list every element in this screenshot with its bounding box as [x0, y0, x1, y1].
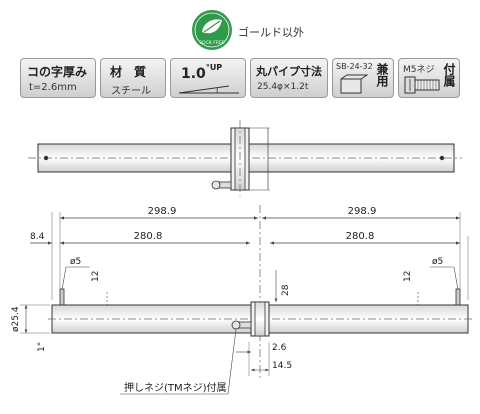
- push-screw-callout: 押しネジ(TMネジ)付属: [124, 381, 227, 394]
- bracket-icon: [340, 74, 369, 94]
- dim-inner-left: 280.8: [134, 231, 163, 242]
- logo-text: SOCK FREE: [199, 40, 224, 46]
- dim-pin-right: 12: [403, 271, 413, 282]
- top-view-hole-left: [43, 155, 49, 161]
- badge-bracket-model: SB-24-32: [336, 62, 373, 71]
- badge-thickness: コの字厚み t=2.6mm: [20, 58, 96, 98]
- dim-offset: 8.4: [30, 232, 45, 242]
- dim-pin-left: 12: [91, 271, 101, 282]
- dim-half-span-left: 298.9: [148, 206, 177, 217]
- dim-half-span-right: 298.9: [348, 206, 377, 217]
- badge-thickness-title: コの字厚み: [27, 65, 88, 79]
- badge-pipe-title: 丸パイプ寸法: [256, 65, 322, 78]
- badge-angle: 1.0°UP: [170, 58, 246, 98]
- badge-thickness-value: t=2.6mm: [29, 82, 77, 93]
- dim-height: 28: [281, 284, 291, 296]
- screw-icon: [404, 76, 440, 94]
- top-view-hole-right: [439, 155, 445, 161]
- badge-material: 材 質 スチール: [100, 58, 166, 98]
- dim-inner-right: 280.8: [346, 231, 375, 242]
- badge-material-value: スチール: [111, 86, 151, 97]
- dim-center-width: 14.5: [272, 361, 292, 371]
- badge-pipe-size: 丸パイプ寸法 25.4φ×1.2t: [250, 58, 328, 98]
- dim-hole-left: ø5: [70, 257, 81, 267]
- front-view-push-screw: [231, 320, 252, 330]
- top-view-push-screw: [211, 180, 232, 190]
- badge-screw-model: M5ネジ: [403, 65, 435, 75]
- angle-diagram-icon: [178, 85, 239, 94]
- sock-free-logo: SOCK FREE: [190, 8, 234, 56]
- dim-hole-right: ø5: [432, 257, 443, 267]
- logo-note: ゴールド以外: [238, 26, 304, 39]
- pin-right: [455, 288, 461, 306]
- pin-left: [59, 288, 65, 306]
- badge-angle-value: 1.0°UP: [181, 63, 223, 82]
- dim-tube-diameter: ø25.4: [11, 306, 21, 332]
- front-view: 298.9 298.9 280.8 280.8 8.4 ø5 ø5 12 12: [11, 205, 472, 395]
- spec-badges: コの字厚み t=2.6mm 材 質 スチール 1.0°UP 丸パイプ寸法 25.…: [20, 58, 460, 100]
- badge-screw: M5ネジ 付属: [398, 58, 460, 98]
- top-view: [28, 120, 462, 196]
- badge-bracket-compat: SB-24-32 兼用: [332, 58, 394, 98]
- dim-plate-thickness: 2.6: [272, 343, 287, 353]
- badge-bracket-label: 兼用: [375, 63, 389, 87]
- badge-screw-label: 付属: [442, 63, 456, 87]
- badge-material-title: 材 質: [110, 65, 147, 79]
- dim-angle: 1°: [37, 342, 47, 352]
- badge-pipe-value: 25.4φ×1.2t: [257, 82, 309, 92]
